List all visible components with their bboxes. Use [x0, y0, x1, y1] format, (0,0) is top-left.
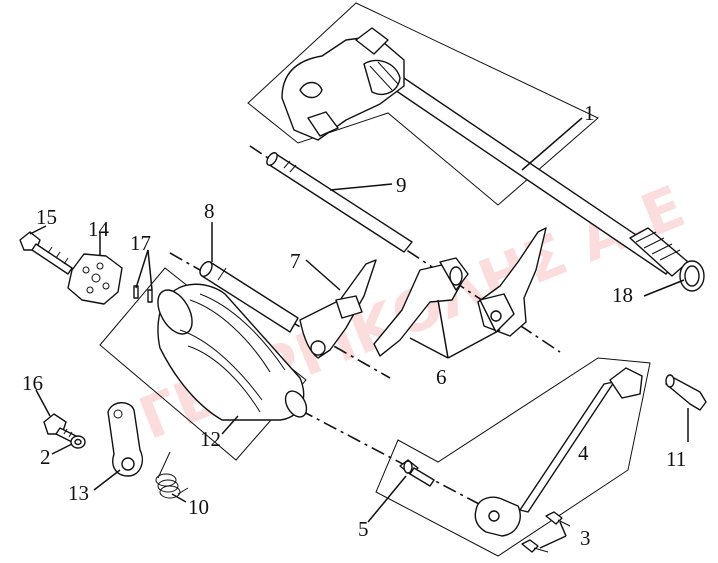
pin-11	[665, 374, 707, 411]
shift-fork-center	[373, 257, 469, 357]
gearshift-shaft	[281, 27, 689, 277]
callout-17: 17	[130, 231, 151, 255]
gearshift-shaft-frame	[247, 2, 599, 206]
drum-shaft	[199, 261, 299, 333]
callout-15: 15	[36, 205, 57, 229]
callout-10: 10	[188, 495, 209, 519]
drum-axis	[169, 252, 391, 379]
shift-lever-4	[474, 367, 643, 537]
shift-fork-right	[477, 227, 547, 337]
spring-10	[155, 451, 189, 499]
bolt-15	[19, 231, 73, 275]
callout-4: 4	[578, 441, 589, 465]
shift-drum	[157, 283, 308, 421]
bolt-3-upper	[545, 511, 571, 527]
callout-13: 13	[68, 481, 89, 505]
lever-axis	[299, 409, 501, 516]
callout-7: 7	[290, 249, 301, 273]
callout-16: 16	[22, 371, 43, 395]
callout-11: 11	[666, 447, 686, 471]
callout-14: 14	[88, 217, 110, 241]
bolt-3-lower	[521, 539, 549, 553]
callout-2: 2	[40, 445, 51, 469]
callout-12: 12	[200, 427, 221, 451]
shift-lever-frame	[375, 357, 651, 557]
callout-5: 5	[358, 517, 369, 541]
callout-1: 1	[584, 101, 595, 125]
callout-8: 8	[204, 199, 215, 223]
callout-9: 9	[396, 173, 407, 197]
bolt-16	[43, 413, 77, 443]
callout-6: 6	[436, 365, 447, 389]
washer-18	[679, 260, 705, 292]
plate-14	[67, 253, 123, 305]
callout-18: 18	[612, 283, 633, 307]
pin-5	[399, 459, 435, 487]
callout-3: 3	[580, 526, 591, 550]
leader-lines	[29, 117, 689, 549]
stopper-lever-13	[107, 402, 144, 477]
shift-fork-left	[299, 259, 377, 359]
fork-shaft	[266, 152, 413, 253]
washer-2	[70, 435, 86, 449]
